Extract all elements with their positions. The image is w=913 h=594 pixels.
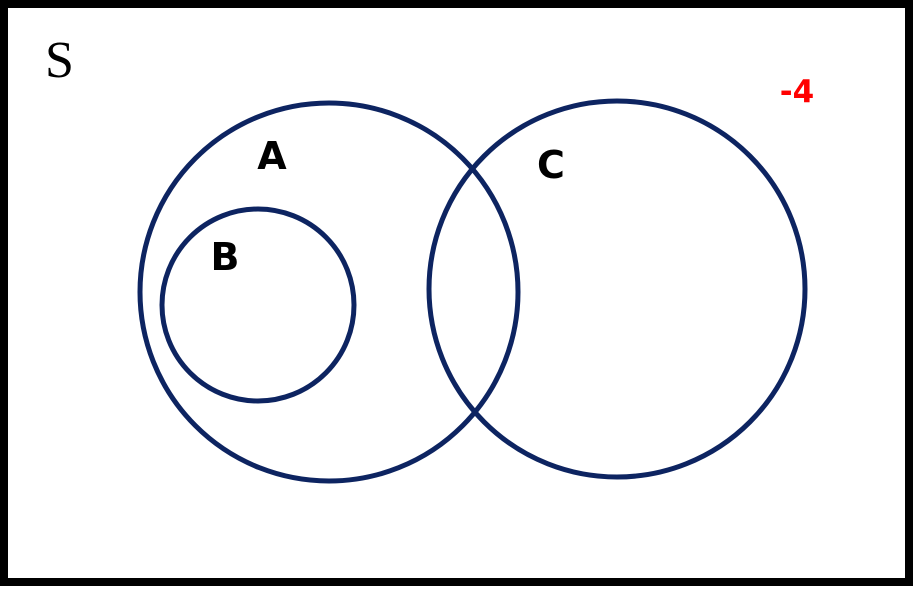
outside-region-value: -4 bbox=[780, 74, 814, 110]
set-c-circle bbox=[426, 98, 808, 480]
set-a-circle bbox=[137, 100, 521, 484]
set-c-label: C bbox=[537, 143, 565, 187]
set-b-label: B bbox=[211, 235, 240, 279]
universe-label: S bbox=[45, 32, 74, 89]
venn-diagram-canvas: S A B C -4 bbox=[45, 32, 814, 484]
set-a-label: A bbox=[257, 134, 287, 178]
set-b-circle bbox=[159, 206, 357, 404]
